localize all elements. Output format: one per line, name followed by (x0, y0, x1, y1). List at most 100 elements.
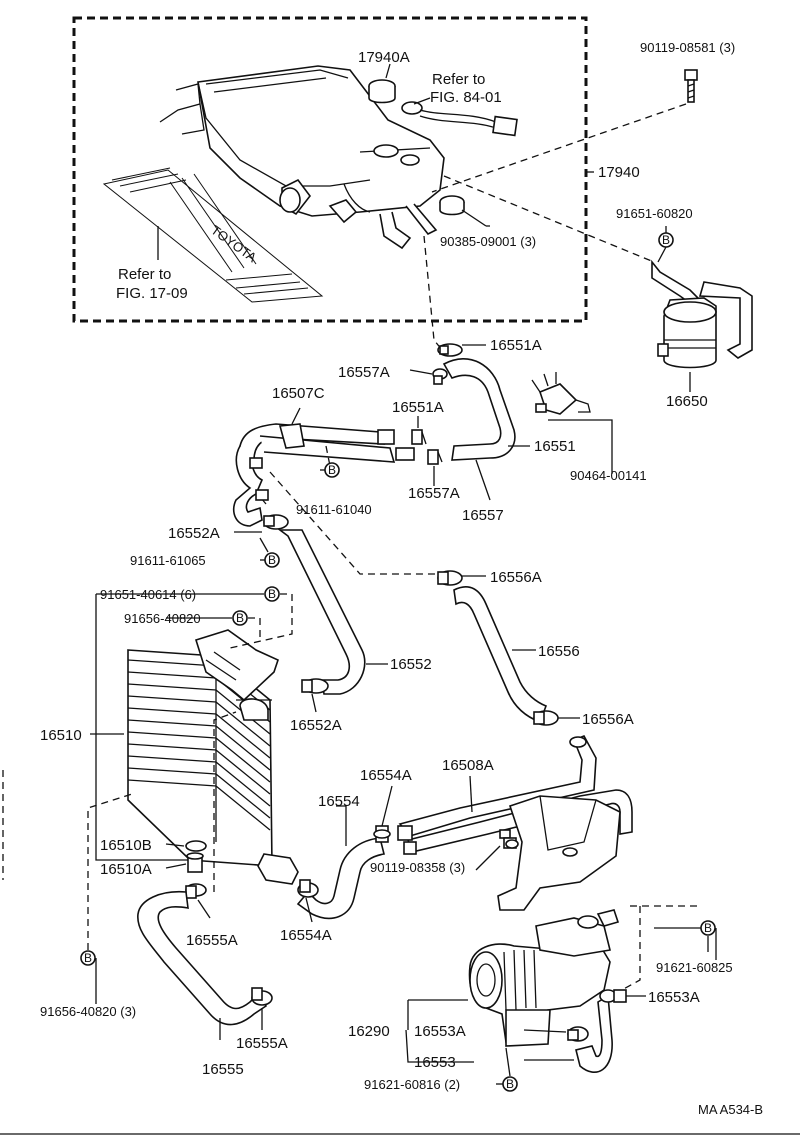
label-16555A-bot: 16555A (236, 1035, 288, 1052)
hose-16556 (453, 586, 548, 724)
label-91656-40820-3: 91656-40820 (3) (40, 1004, 136, 1019)
badge-b-91621-60825: B (700, 920, 716, 936)
clamp-16553A-mid (567, 1026, 589, 1042)
badge-b-91611-61040: B (324, 462, 340, 478)
label-90464-00141: 90464-00141 (570, 468, 647, 483)
label-16553A-mid: 16553A (414, 1023, 466, 1040)
reservoir-tank (159, 65, 445, 250)
label-16551A-top: 16551A (490, 337, 542, 354)
svg-text:B: B (662, 233, 670, 247)
filter-16650 (443, 175, 753, 369)
bolt-90119-08358 (499, 829, 519, 849)
label-91611-61040: 91611-61040 (296, 502, 372, 517)
union-16510A (186, 852, 204, 873)
label-16551: 16551 (534, 438, 576, 455)
level-sensor (401, 101, 518, 137)
label-16555: 16555 (202, 1061, 244, 1078)
clamp-16555A-top (185, 883, 207, 899)
reservoir-cap (368, 79, 396, 104)
switch-90464 (531, 372, 591, 415)
label-16551A-mid: 16551A (392, 399, 444, 416)
gasket-16510B (185, 840, 207, 852)
label-refer-17: Refer to (118, 266, 171, 283)
badge-b-91621-60816: B (502, 1076, 518, 1092)
svg-text:B: B (268, 587, 276, 601)
label-16555A-top: 16555A (186, 932, 238, 949)
label-16554A-bot: 16554A (280, 927, 332, 944)
badge-b-91656-40820-3: B (80, 950, 96, 966)
svg-text:B: B (268, 553, 276, 567)
label-16557: 16557 (462, 507, 504, 524)
label-17940A: 17940A (358, 49, 410, 66)
label-refer-84: Refer to (432, 71, 485, 88)
hose-16555 (137, 890, 267, 1026)
hose-16552 (277, 529, 366, 695)
bolt-90119-08581 (684, 69, 698, 103)
diagram-code: MA A534-B (698, 1102, 763, 1117)
oil-cooler-16510 (127, 629, 299, 885)
label-16507C: 16507C (272, 385, 325, 402)
label-16510: 16510 (40, 727, 82, 744)
label-16557A-top: 16557A (338, 364, 390, 381)
badge-b-91651-40614: B (264, 586, 280, 602)
label-16552A-bot: 16552A (290, 717, 342, 734)
clamp-16551A-top (437, 343, 463, 357)
label-16556A-bot: 16556A (582, 711, 634, 728)
label-17940: 17940 (598, 164, 640, 181)
toyota-logo: TOYOTA (208, 222, 259, 265)
label-16553: 16553 (414, 1054, 456, 1071)
label-91611-61065: 91611-61065 (130, 553, 206, 568)
clamp-16557A-mid (427, 449, 443, 465)
clamp-16556A-bot (533, 710, 559, 726)
label-16552: 16552 (390, 656, 432, 673)
label-refer-17-fig: FIG. 17-09 (116, 285, 188, 302)
label-refer-84-fig: FIG. 84-01 (430, 89, 502, 106)
bracket (497, 795, 621, 911)
assembly-17940-boundary (72, 16, 588, 323)
hose-16554 (296, 837, 385, 920)
grommet-90385 (439, 195, 465, 216)
label-16510A: 16510A (100, 861, 152, 878)
clamp-16557A-top (432, 368, 448, 385)
svg-text:B: B (236, 611, 244, 625)
label-91651-60820: 91651-60820 (616, 206, 693, 221)
label-16556A-top: 16556A (490, 569, 542, 586)
label-90119-08581: 90119-08581 (3) (640, 40, 735, 55)
clamp-16551A-mid (411, 429, 427, 445)
label-16554A-top: 16554A (360, 767, 412, 784)
label-16553A-right: 16553A (648, 989, 700, 1006)
svg-text:B: B (84, 951, 92, 965)
clamp-16552A-bot (301, 678, 329, 694)
label-16290: 16290 (348, 1023, 390, 1040)
label-91621-60816: 91621-60816 (2) (364, 1077, 460, 1092)
label-16554: 16554 (318, 793, 360, 810)
hose-16551 (442, 358, 516, 461)
badge-b-91656-40820: B (232, 610, 248, 626)
svg-text:B: B (704, 921, 712, 935)
label-90119-08358: 90119-08358 (3) (370, 860, 465, 875)
label-16556: 16556 (538, 643, 580, 660)
label-16650: 16650 (666, 393, 708, 410)
label-16510B: 16510B (100, 837, 152, 854)
label-91621-60825: 91621-60825 (656, 960, 733, 975)
label-91656-40820: 91656-40820 (124, 611, 201, 626)
label-16552A-top: 16552A (168, 525, 220, 542)
label-91651-40614: 91651-40614 (6) (100, 587, 196, 602)
label-16557A-mid: 16557A (408, 485, 460, 502)
pump-16290 (468, 909, 620, 1047)
svg-text:B: B (328, 463, 336, 477)
clamp-16553A-right (599, 989, 627, 1003)
badge-b-91611-61065: B (264, 552, 280, 568)
badge-b-91651-60820: B (658, 232, 674, 248)
clamp-16552A-top (263, 514, 289, 530)
clamp-16554A-bot (297, 879, 319, 898)
label-90385-09001: 90385-09001 (3) (440, 234, 536, 249)
svg-text:B: B (506, 1077, 514, 1091)
clamp-16554A-top (373, 825, 391, 843)
clamp-16556A-top (437, 570, 463, 586)
label-16508A: 16508A (442, 757, 494, 774)
clamp-16555A-bot (251, 987, 273, 1006)
hose-16553 (575, 994, 613, 1073)
